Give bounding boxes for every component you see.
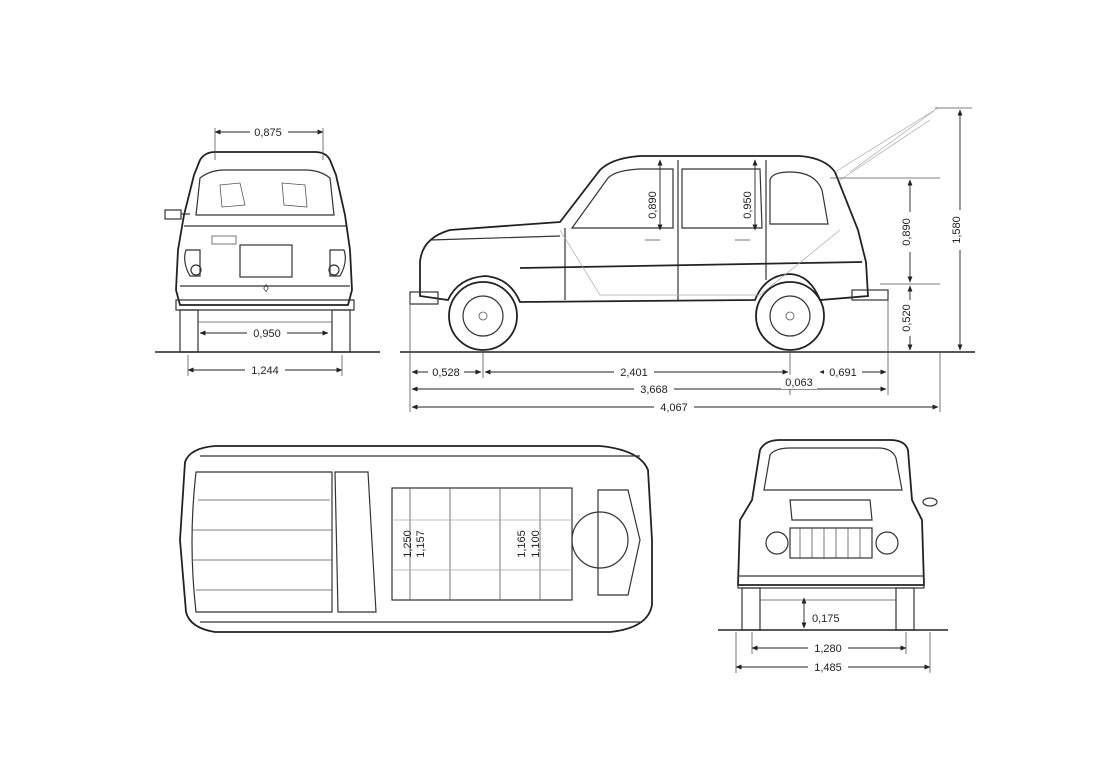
dim-floor-height: 0,520 xyxy=(901,304,913,332)
dim-side-door-rear: 0,950 xyxy=(742,191,754,219)
dim-rear-top-width: 0,875 xyxy=(254,127,282,139)
dim-top-interior-1: 1,250 xyxy=(402,530,414,558)
side-view: 0,890 0,950 0,890 0,520 1,580 0,528 2,40… xyxy=(400,107,975,414)
rear-view: ◊ 0,875 0,950 1,244 xyxy=(155,124,380,377)
dim-overall-length: 4,067 xyxy=(660,402,688,414)
dim-front-overall-width: 1,485 xyxy=(814,662,842,674)
dim-rear-track: 0,950 xyxy=(253,328,281,340)
dim-ground-clearance: 0,175 xyxy=(812,613,840,625)
dim-body-length: 3,668 xyxy=(640,384,668,396)
dim-top-interior-4: 1,100 xyxy=(530,530,542,558)
dim-tailgate-height: 0,890 xyxy=(901,218,913,246)
front-view: 0,175 1,280 1,485 xyxy=(718,439,948,674)
dim-rear-overall-width: 1,244 xyxy=(251,365,279,377)
dim-front-overhang: 0,528 xyxy=(432,367,460,379)
dim-rear-overhang: 0,691 xyxy=(829,367,857,379)
top-view: 1,250 1,157 1,165 1,100 xyxy=(179,445,653,633)
dim-top-interior-3: 1,165 xyxy=(516,530,528,558)
dim-top-interior-2: 1,157 xyxy=(415,530,427,558)
dim-rear-bumper: 0,063 xyxy=(785,377,813,389)
dim-overall-height: 1,580 xyxy=(951,216,963,244)
dim-wheelbase: 2,401 xyxy=(620,367,648,379)
svg-text:◊: ◊ xyxy=(263,283,269,295)
dim-front-track: 1,280 xyxy=(814,643,842,655)
dim-side-door-front: 0,890 xyxy=(647,191,659,219)
